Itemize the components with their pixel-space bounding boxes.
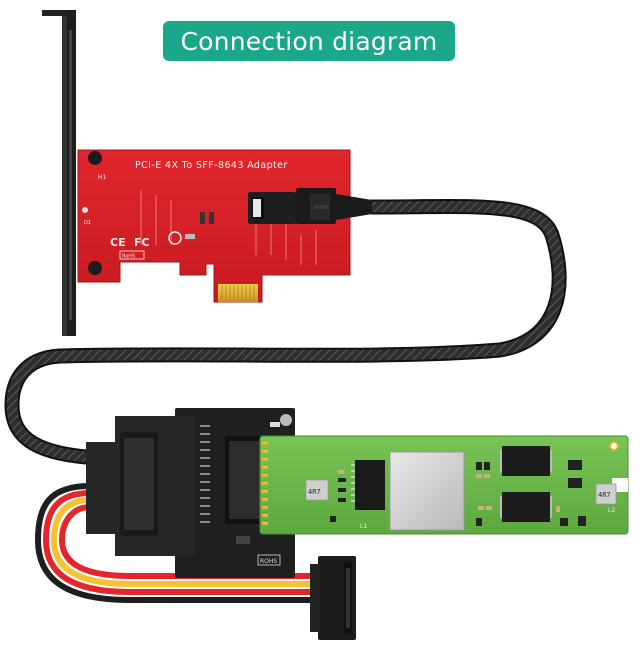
screw-icon — [88, 151, 102, 165]
sata-power-connector — [310, 556, 356, 640]
pcie-x4-gold-fingers — [218, 284, 258, 302]
adapter-silkscreen-title: PCI-E 4X To SFF-8643 Adapter — [135, 160, 288, 171]
fcc-mark: FC — [134, 236, 150, 249]
sff-8643-port — [248, 192, 296, 224]
diagram-title: Connection diagram — [180, 26, 438, 56]
marking-h1: H1 — [98, 174, 107, 181]
marking-4r7-right: 4R7 — [598, 491, 611, 499]
screw-icon — [88, 261, 102, 275]
pcie-adapter-card: PCI-E 4X To SFF-8643 Adapter H1 D1 CE FC… — [77, 149, 351, 303]
marking-d1: D1 — [84, 220, 91, 226]
sff-8643-cable — [4, 198, 567, 466]
marking-l2: L2 — [608, 507, 615, 514]
sata-power-wires — [34, 483, 323, 603]
sff-8643-plug — [296, 188, 372, 224]
title-banner: Connection diagram — [163, 21, 455, 61]
m2-nvme-board: 4R7 4R7 L1 L2 — [259, 435, 629, 535]
recycle-icon — [168, 231, 182, 245]
marking-l1: L1 — [360, 523, 367, 530]
marking-rohs: RoHS — [122, 254, 135, 260]
ce-mark: CE — [110, 236, 126, 249]
pci-bracket — [42, 10, 76, 336]
marking-4r7-left: 4R7 — [308, 488, 321, 496]
marking-rohs-m2-adapter: ROHS — [260, 558, 277, 565]
